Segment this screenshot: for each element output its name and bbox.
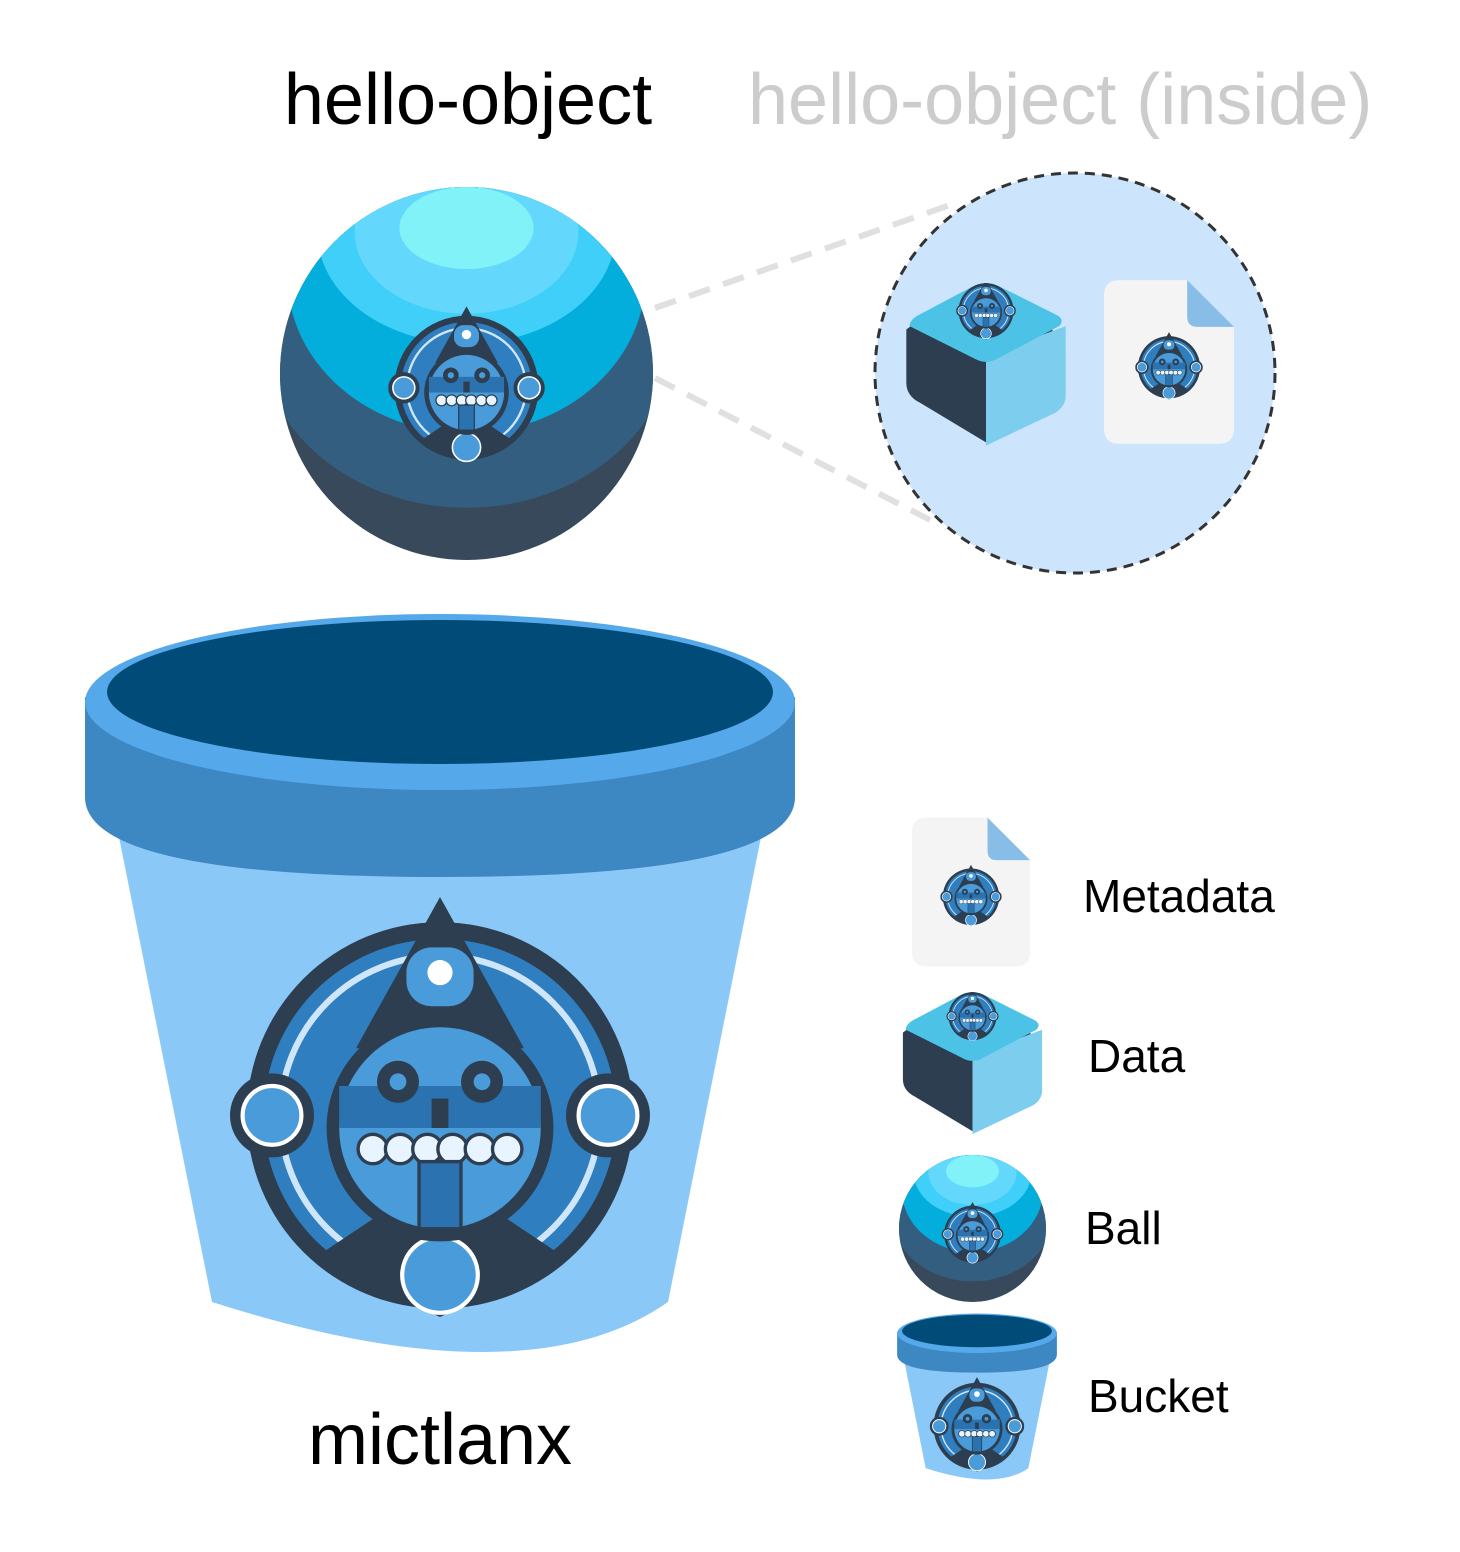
legend-item-data: Data	[903, 989, 1186, 1134]
legend-label: Metadata	[1083, 870, 1275, 922]
ball-icon	[890, 1129, 1055, 1302]
legend-label: Bucket	[1088, 1370, 1229, 1422]
legend-item-ball: Ball	[890, 1129, 1162, 1302]
document-icon	[912, 818, 1030, 967]
legend-label: Data	[1088, 1030, 1186, 1082]
bucket-title: mictlanx	[308, 1400, 572, 1480]
bucket-icon	[85, 614, 795, 1352]
bucket-icon	[897, 1313, 1057, 1479]
cube-icon	[903, 989, 1042, 1134]
object-inside-title: hello-object (inside)	[748, 60, 1372, 140]
legend: Metadata Data Ball Bucket	[890, 818, 1275, 1480]
object-inside-view	[873, 171, 1277, 575]
zoom-connector	[653, 202, 951, 523]
legend-item-metadata: Metadata	[912, 818, 1275, 967]
legend-item-bucket: Bucket	[897, 1313, 1229, 1479]
legend-label: Ball	[1085, 1202, 1162, 1254]
object-title: hello-object	[284, 60, 652, 140]
ball-icon	[258, 120, 676, 560]
